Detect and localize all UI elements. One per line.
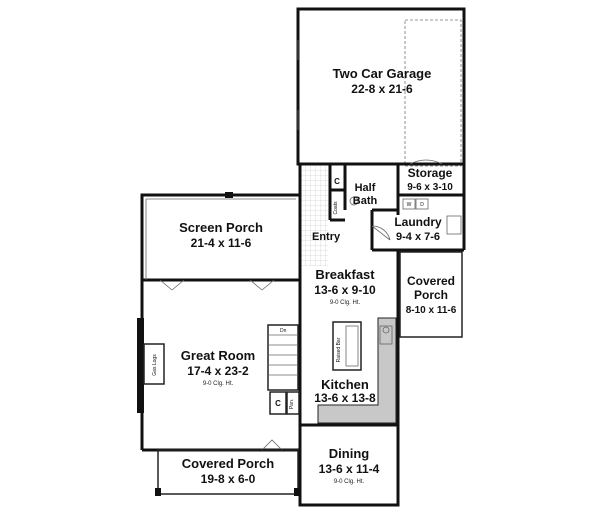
fireplace-wall (137, 318, 144, 413)
washer-label: W (407, 202, 412, 208)
dining-area: Dining 13-6 x 11-4 9-0 Clg. Ht. (298, 423, 400, 507)
great-room-area: Gas Logs Great Room 17-4 x 23-2 9-0 Clg.… (137, 280, 300, 452)
dryer-icon (415, 198, 429, 210)
front-door-swing (261, 439, 283, 451)
entry-name: Entry (312, 231, 341, 243)
range-icon (379, 325, 393, 345)
kitchen-dim: 13-6 x 13-8 (314, 391, 376, 405)
storage-area: Storage 9-6 x 3-10 (396, 159, 466, 197)
covered-porch-right-name-1: Covered (407, 274, 455, 288)
porch-post-right (294, 488, 300, 496)
laundry-door-swing (371, 225, 391, 241)
laundry-name: Laundry (394, 215, 442, 229)
closet-label: C (334, 177, 340, 186)
half-bath-name-1: Half (355, 182, 376, 194)
dining-name: Dining (329, 446, 369, 461)
dryer-label: D (420, 202, 424, 208)
coats-label: Coats (333, 201, 339, 215)
covered-porch-bottom-area: Covered Porch 19-8 x 6-0 (155, 449, 300, 496)
stairs (267, 324, 299, 391)
screen-porch-area: Screen Porch 21-4 x 11-6 (140, 192, 302, 291)
kitchen-area: Breakfast 13-6 x 9-10 9-0 Clg. Ht. Raise… (298, 250, 463, 427)
raised-bar-label: Raised Bar (336, 337, 342, 362)
garage-door-outline (404, 19, 462, 167)
entry-tile (302, 166, 328, 266)
great-room-name: Great Room (181, 348, 255, 363)
dining-walls (298, 423, 400, 507)
garage-dim: 22-8 x 21-6 (351, 82, 413, 96)
covered-porch-right-name-2: Porch (414, 288, 448, 302)
porch-door-swings (159, 279, 275, 291)
laundry-dim: 9-4 x 7-6 (396, 231, 440, 243)
kitchen-name: Kitchen (321, 377, 369, 392)
dining-clg: 9-0 Clg. Ht. (334, 479, 365, 485)
toilet-icon (349, 196, 359, 206)
post-icon (225, 192, 233, 198)
storage-dim: 9-6 x 3-10 (407, 182, 453, 193)
kitchen-counter (317, 317, 397, 424)
dining-dim: 13-6 x 11-4 (319, 462, 380, 476)
breakfast-name: Breakfast (315, 267, 375, 282)
closet2-label: C (275, 399, 281, 408)
great-room-clg: 9-0 Clg. Ht. (203, 381, 234, 387)
breakfast-dim: 13-6 x 9-10 (314, 283, 376, 297)
porch-post-left (155, 488, 161, 496)
island-sink (345, 325, 359, 367)
storage-walls (396, 162, 466, 197)
garage-area: Two Car Garage 22-8 x 21-6 (296, 7, 466, 167)
screen-porch-walls (140, 193, 302, 282)
burner-icon (382, 326, 390, 334)
fireplace-hearth (143, 343, 165, 385)
covered-porch-right-outline (399, 251, 463, 338)
stairs-down-label: Dn (280, 328, 287, 334)
service-core: C Coats Half Bath Laundry 9-4 x 7-6 W D … (298, 162, 466, 280)
screen-porch-dim: 21-4 x 11-6 (191, 236, 252, 250)
storage-name: Storage (408, 166, 453, 180)
garage-name: Two Car Garage (333, 66, 432, 81)
screen-porch-name: Screen Porch (179, 220, 263, 235)
covered-porch-bottom-outline (157, 449, 299, 495)
gas-logs-label: Gas Logs (152, 354, 158, 376)
kitchen-island (332, 321, 362, 371)
closet2-box (269, 391, 287, 415)
covered-porch-bottom-dim: 19-8 x 6-0 (201, 472, 256, 486)
half-bath-name-2: Bath (353, 195, 378, 207)
pantry-label: Pan. (289, 399, 295, 409)
great-room-dim: 17-4 x 23-2 (187, 364, 249, 378)
storage-door-swing (409, 159, 443, 165)
pantry-box (286, 391, 300, 415)
covered-porch-right-dim: 8-10 x 11-6 (406, 305, 457, 316)
covered-porch-bottom-name: Covered Porch (182, 456, 275, 471)
washer-icon (402, 198, 416, 210)
laundry-sink-icon (446, 215, 462, 235)
breakfast-clg: 9-0 Clg. Ht. (330, 300, 361, 306)
